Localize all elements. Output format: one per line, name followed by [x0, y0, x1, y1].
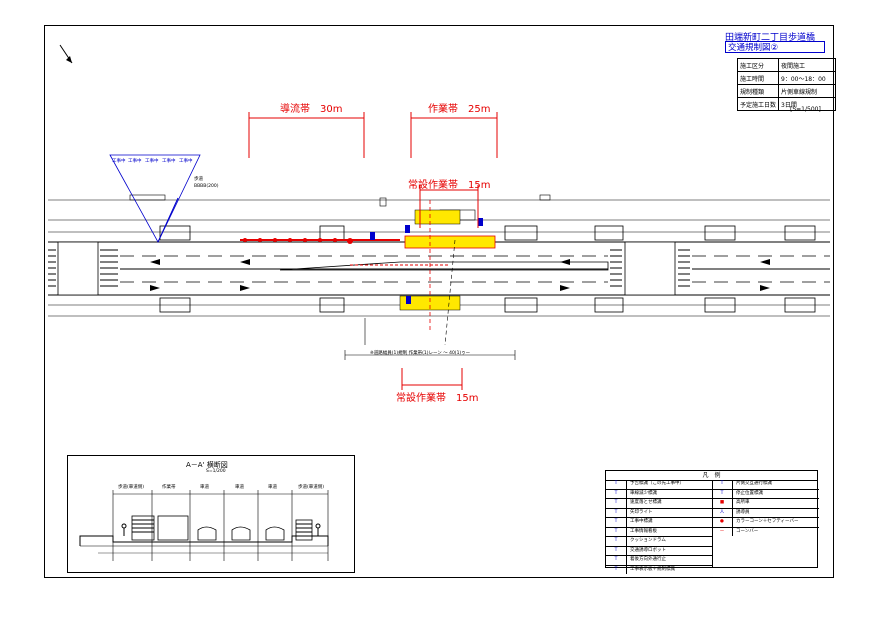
project-title: 田端新町二丁目歩道橋	[725, 33, 816, 43]
legend-item: ーコーンバー	[712, 527, 819, 536]
sign-icon: T	[606, 537, 627, 546]
legend-item-label: クッションドラム	[630, 538, 666, 543]
north-block-label: 歩道	[194, 177, 203, 182]
legend-item-label: 交通誘導ロボット	[630, 547, 666, 553]
permanent-work-zone-north-label: 常設作業帯 15m	[408, 180, 491, 191]
cs-column-label: 作業帯	[162, 485, 176, 490]
sign-icon: T	[712, 480, 733, 489]
cs-column-label: 歩道(車道側)	[118, 485, 145, 490]
sign-label: 工事中	[145, 159, 159, 164]
high-vehicle-icon: ■	[712, 499, 733, 508]
sign-icon: T	[606, 527, 627, 536]
sign-icon: T	[712, 489, 733, 498]
sign-icon: T	[606, 489, 627, 498]
north-arrow-icon	[59, 44, 73, 64]
info-label: 予定施工日数	[736, 97, 780, 111]
legend-item-label: 誘導員	[736, 509, 750, 515]
drawing-frame	[44, 25, 834, 578]
drawing-title: 交通規制図②	[725, 41, 825, 53]
cone-icon: ●	[712, 518, 733, 527]
cs-column-label: 車道	[200, 485, 209, 490]
legend-item-label: 速度落とせ標識	[630, 500, 662, 505]
cross-section-scale: S=1/200	[206, 469, 226, 474]
guard-icon: 人	[712, 508, 733, 517]
legend-item: ■高所車	[712, 499, 819, 509]
legend-item-label: 片側交互通行標識	[736, 481, 772, 486]
cs-column-label: 車道	[235, 485, 244, 490]
guide-zone-label: 導流帯 30m	[280, 104, 343, 115]
sign-icon: T	[606, 508, 627, 517]
info-row: 施工区分夜間施工	[736, 58, 837, 72]
sign-label: 工事中	[162, 159, 176, 164]
sign-label: 工事中	[128, 159, 142, 164]
legend-item-label: 車線減少標識	[630, 490, 657, 496]
legend-item: ●カラーコーン＋セフティーバー	[712, 518, 819, 528]
cross-section-drawing	[79, 490, 329, 561]
sign-icon: T	[606, 480, 627, 489]
sign-label: 工事中	[179, 159, 193, 164]
legend-item-label: 工事表示板＋規制標識	[630, 566, 675, 572]
cross-section-panel: A－A' 横断図 S=1/200 歩道(車道側) 作業帯 車道 車道 車道 歩道…	[67, 455, 355, 573]
legend-item-label: 工事情報看板	[630, 528, 657, 534]
legend-item-label: 工事中標識	[630, 519, 653, 524]
sign-icon: T	[606, 565, 627, 574]
legend-item-label: 着後方向外通行止	[630, 557, 666, 562]
legend-item: 人誘導員	[712, 508, 819, 518]
cone-bar-icon: ー	[712, 527, 733, 536]
legend-item-label: 予告標識（この先工事中）	[630, 481, 684, 486]
sign-icon: T	[606, 499, 627, 508]
sign-icon: T	[606, 546, 627, 555]
cs-column-label: 歩道(車道側)	[298, 485, 325, 490]
legend-item-label: 矢印ライト	[630, 509, 653, 515]
permanent-work-zone-south-label: 常設作業帯 15m	[396, 393, 479, 404]
scale-note: [S=1/500]	[790, 106, 821, 113]
centerline-note: ※道路幅員(1)規制 作業帯(1)レーン ～ 40(1)ゥー	[370, 351, 471, 356]
sign-icon: T	[606, 556, 627, 565]
sign-label: 工事中	[112, 159, 126, 164]
legend-item-label: 高所車	[736, 500, 750, 505]
info-value: 3日間	[778, 97, 837, 111]
work-zone-label: 作業帯 25m	[428, 104, 491, 115]
cs-column-label: 車道	[268, 485, 277, 490]
legend-item-label: カラーコーン＋セフティーバー	[736, 519, 799, 524]
legend-item-label: コーンバー	[736, 528, 759, 534]
legend-item-label: 停止位置標識	[736, 490, 763, 496]
legend-header: 凡 例	[606, 471, 817, 481]
sign-icon: T	[606, 518, 627, 527]
cross-section-title: A－A' 横断図	[186, 461, 228, 469]
north-block-note: BBBB(200)	[194, 184, 219, 189]
